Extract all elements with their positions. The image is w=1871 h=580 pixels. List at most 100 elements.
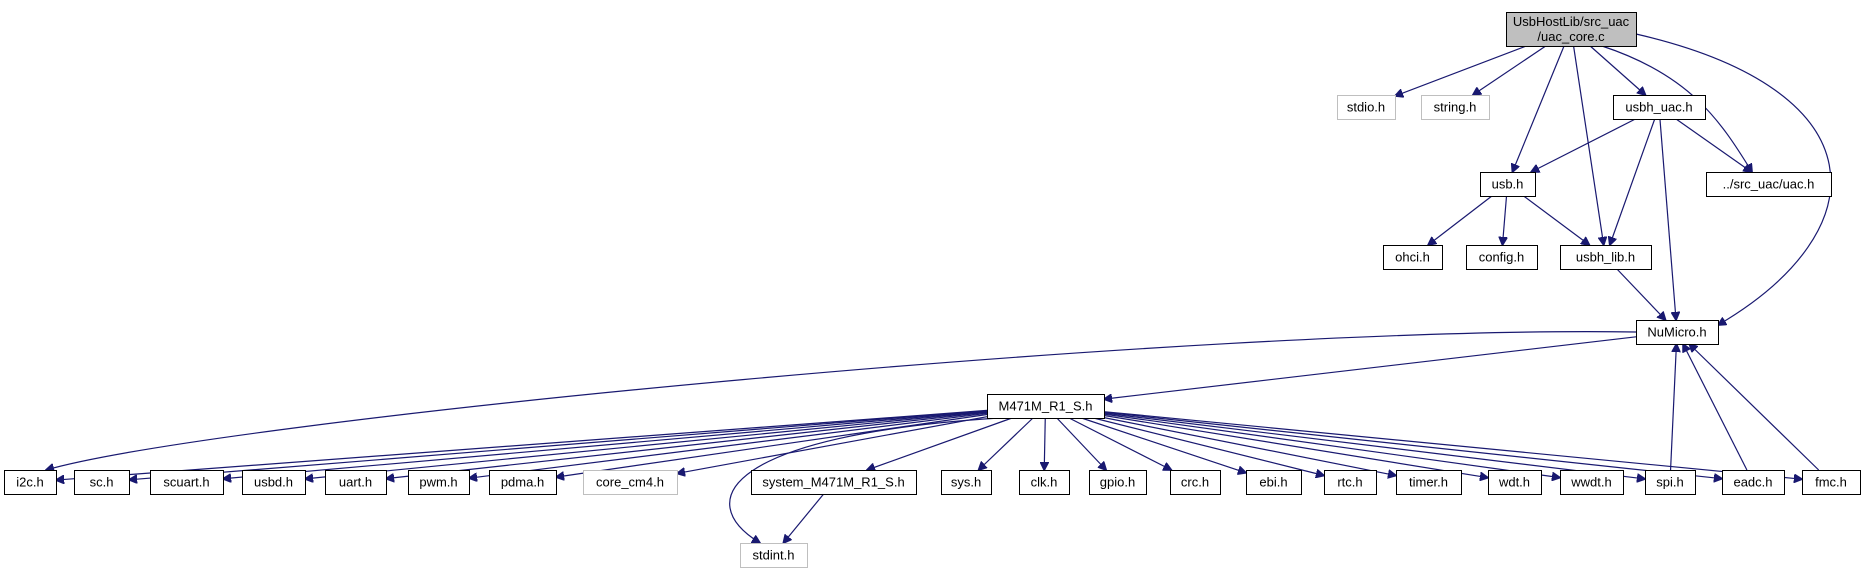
node-system[interactable]: system_M471M_R1_S.h (751, 470, 917, 495)
node-box (408, 470, 470, 495)
edge-line (1635, 33, 1832, 325)
node-usb[interactable]: usb.h (1480, 172, 1536, 197)
edge-line (1103, 417, 1396, 476)
node-rtc[interactable]: rtc.h (1324, 470, 1377, 495)
node-usbh_uac[interactable]: usbh_uac.h (1613, 95, 1706, 120)
edge-m471-to-ebi (1081, 417, 1247, 473)
edge-line (1689, 344, 1820, 471)
node-usbh_lib[interactable]: usbh_lib.h (1560, 245, 1652, 270)
node-uac_core[interactable]: UsbHostLib/src_uac/uac_core.c (1506, 12, 1637, 47)
edge-line (677, 416, 988, 474)
node-label: spi.h (1656, 475, 1683, 490)
node-pdma[interactable]: pdma.h (489, 470, 557, 495)
edge-usbh_uac-to-uac (1675, 118, 1751, 172)
node-pwm[interactable]: pwm.h (408, 470, 470, 495)
node-sc[interactable]: sc.h (74, 470, 130, 495)
node-box (1722, 470, 1785, 495)
node-label: core_cm4.h (596, 475, 664, 490)
node-usbd[interactable]: usbd.h (242, 470, 306, 495)
node-label: /uac_core.c (1537, 29, 1605, 44)
edge-uac_core-to-string (1473, 45, 1547, 95)
edge-line (46, 331, 1637, 470)
node-label: scuart.h (163, 475, 209, 490)
edge-usbh_uac-to-usb (1531, 118, 1636, 172)
edge-m471-to-clk (1044, 417, 1045, 470)
node-box (1636, 320, 1719, 345)
node-label: UsbHostLib/src_uac (1513, 14, 1630, 29)
edge-line (1081, 417, 1247, 473)
node-i2c[interactable]: i2c.h (4, 470, 57, 495)
edge-line (1512, 45, 1565, 172)
node-gpio[interactable]: gpio.h (1089, 470, 1147, 495)
node-box (1170, 470, 1221, 495)
edge-line (867, 417, 1013, 470)
node-sys[interactable]: sys.h (941, 470, 992, 495)
node-label: config.h (1479, 250, 1525, 265)
node-config[interactable]: config.h (1466, 245, 1538, 270)
node-box (1613, 95, 1706, 120)
node-wdt[interactable]: wdt.h (1488, 470, 1542, 495)
node-label: clk.h (1031, 475, 1058, 490)
edge-line (1103, 412, 1645, 479)
node-stdint: stdint.h (740, 543, 808, 568)
node-scuart[interactable]: scuart.h (150, 470, 224, 495)
edge-line (556, 413, 988, 478)
edge-line (1068, 417, 1171, 470)
node-label: usbh_uac.h (1625, 100, 1692, 115)
edge-line (979, 417, 1034, 470)
node-box (1560, 470, 1624, 495)
edge-m471-to-crc (1068, 417, 1171, 470)
node-ebi[interactable]: ebi.h (1246, 470, 1302, 495)
node-fmc[interactable]: fmc.h (1802, 470, 1861, 495)
node-box (1466, 245, 1538, 270)
edge-line (305, 411, 988, 479)
node-box (1802, 470, 1861, 495)
node-label: eadc.h (1733, 475, 1772, 490)
node-timer[interactable]: timer.h (1396, 470, 1462, 495)
node-uart[interactable]: uart.h (325, 470, 387, 495)
edge-system-to-stdint (783, 493, 825, 543)
node-label: M471M_R1_S.h (999, 399, 1093, 414)
node-m471[interactable]: M471M_R1_S.h (987, 394, 1105, 419)
edge-line (1589, 45, 1645, 95)
node-box (1706, 172, 1832, 197)
node-label: sys.h (951, 475, 981, 490)
edge-line (1103, 413, 1560, 477)
node-label: string.h (1434, 100, 1477, 115)
edge-usb-to-config (1502, 195, 1506, 245)
edge-m471-to-usbd (305, 411, 988, 479)
node-label: pwm.h (419, 475, 457, 490)
node-spi[interactable]: spi.h (1645, 470, 1696, 495)
node-core_cm4: core_cm4.h (583, 470, 678, 495)
node-label: wwdt.h (1570, 475, 1611, 490)
edge-m471-to-spi (1103, 412, 1645, 479)
edge-line (1675, 118, 1751, 172)
edge-line (1044, 417, 1045, 470)
node-ohci[interactable]: ohci.h (1383, 245, 1443, 270)
node-label: timer.h (1409, 475, 1448, 490)
node-numicro[interactable]: NuMicro.h (1636, 320, 1719, 345)
node-uac[interactable]: ../src_uac/uac.h (1706, 172, 1832, 197)
node-box (1488, 470, 1542, 495)
node-box (1089, 470, 1147, 495)
node-label: sc.h (90, 475, 114, 490)
edge-uac_core-to-usbh_lib (1572, 45, 1604, 245)
node-eadc[interactable]: eadc.h (1722, 470, 1785, 495)
node-label: usb.h (1492, 177, 1524, 192)
node-clk[interactable]: clk.h (1019, 470, 1070, 495)
node-label: stdint.h (753, 548, 795, 563)
node-crc[interactable]: crc.h (1170, 470, 1221, 495)
node-box (150, 470, 224, 495)
node-wwdt[interactable]: wwdt.h (1560, 470, 1624, 495)
edge-line (1428, 195, 1493, 245)
node-label: system_M471M_R1_S.h (762, 475, 904, 490)
node-box (1480, 172, 1536, 197)
edge-numicro-to-m471 (1104, 336, 1637, 399)
edge-line (783, 493, 825, 543)
edge-line (1056, 417, 1106, 470)
node-box (1506, 12, 1637, 47)
edge-m471-to-pdma (556, 413, 988, 478)
edge-usbh_lib-to-numicro (1616, 268, 1666, 320)
node-box (751, 470, 917, 495)
